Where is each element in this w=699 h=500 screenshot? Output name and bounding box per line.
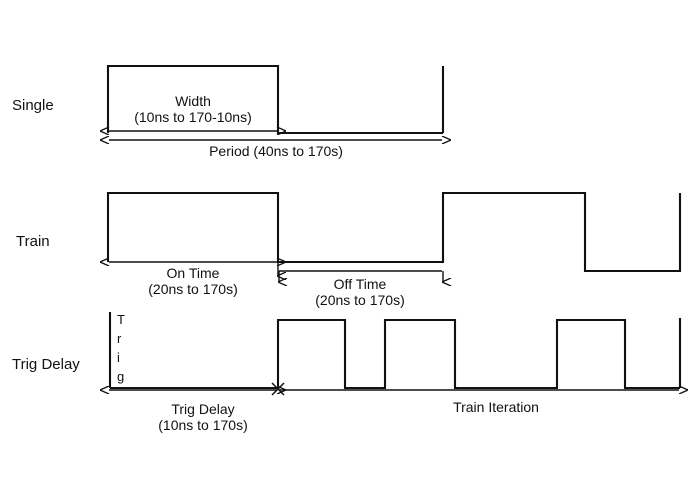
trig-delay-waveform [108, 312, 682, 390]
train-on-time-arrow [109, 262, 278, 276]
row-label-train: Train [16, 233, 50, 250]
annotation-off-time: Off Time (20ns to 170s) [315, 276, 405, 308]
annotation-train-iteration-line1: Train Iteration [453, 399, 539, 415]
trig-delay-span-arrow [109, 382, 284, 396]
row-label-single: Single [12, 97, 54, 114]
single-waveform [106, 64, 445, 135]
annotation-trig-delay: Trig Delay (10ns to 170s) [158, 401, 248, 433]
train-waveform [106, 191, 682, 273]
trig-letter-r: r [117, 331, 122, 346]
annotation-width-line2: (10ns to 170-10ns) [134, 109, 252, 125]
annotation-width: Width (10ns to 170-10ns) [134, 93, 252, 125]
trig-letter-t: T [117, 312, 125, 327]
trig-letter-i: i [117, 350, 120, 365]
annotation-period: Period (40ns to 170s) [209, 143, 343, 159]
annotation-width-line1: Width [175, 93, 211, 109]
annotation-off-time-line1: Off Time [333, 276, 387, 292]
annotation-on-time-line2: (20ns to 170s) [148, 281, 238, 297]
annotation-trig-delay-line1: Trig Delay [171, 401, 235, 417]
annotation-train-iteration: Train Iteration [453, 399, 539, 415]
annotation-trig-delay-line2: (10ns to 170s) [158, 417, 248, 433]
annotation-on-time-line1: On Time [166, 265, 220, 281]
annotation-period-line1: Period (40ns to 170s) [209, 143, 343, 159]
train-off-time-arrow [279, 270, 443, 282]
annotation-off-time-line2: (20ns to 170s) [315, 292, 405, 308]
row-label-trig-delay: Trig Delay [12, 356, 80, 373]
trig-vertical-label: T r i g [117, 310, 131, 386]
trig-letter-g: g [117, 369, 125, 384]
annotation-on-time: On Time (20ns to 170s) [148, 265, 238, 297]
